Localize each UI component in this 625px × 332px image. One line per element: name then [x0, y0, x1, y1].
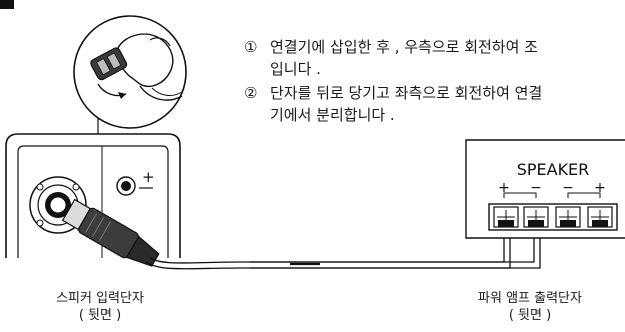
amp-terminal-strip	[488, 192, 618, 231]
instruction-step-2: ② 단자를 뒤로 당기고 좌측으로 회전하여 연결 기에서 분리합니다 .	[244, 82, 624, 126]
amp-speaker-label: SPEAKER	[517, 160, 590, 179]
caption-subline: ( 뒷면 )	[78, 308, 122, 323]
amp-terminal-4	[587, 206, 613, 228]
instruction-step-1: ① 연결기에 삽입한 후 , 우측으로 회전하여 조 입니다 .	[244, 36, 624, 80]
step-text-continuation: 입니다 .	[270, 60, 321, 78]
step-text: 연결기에 삽입한 후 , 우측으로 회전하여 조	[270, 38, 538, 56]
amp-terminal-2	[523, 206, 549, 228]
amp-terminal-sign-4: +	[594, 180, 606, 196]
amp-terminal-sign-2: −	[530, 180, 542, 196]
step-text: 단자를 뒤로 당기고 좌측으로 회전하여 연결	[270, 84, 543, 102]
step-marker: ①	[244, 38, 258, 56]
amp-terminal-sign-1: +	[498, 180, 510, 196]
speaker-cable	[145, 234, 541, 270]
amp-output-caption: 파워 앰프 출력단자 ( 뒷면 )	[440, 290, 620, 324]
amp-terminal-3	[555, 206, 581, 228]
magnified-hand-detail	[73, 15, 187, 129]
speaker-binding-post	[116, 176, 153, 196]
caption-line: 파워 앰프 출력단자	[478, 291, 582, 306]
caption-line: 스피커 입력단자	[56, 291, 144, 306]
amp-terminal-1	[493, 206, 519, 228]
speaker-jack-sign: +	[142, 168, 155, 186]
amp-terminal-sign-3: −	[562, 180, 574, 196]
step-marker: ②	[244, 84, 258, 102]
speaker-input-caption: 스피커 입력단자 ( 뒷면 )	[10, 290, 190, 324]
caption-subline: ( 뒷면 )	[508, 308, 552, 323]
step-text-continuation: 기에서 분리합니다 .	[270, 106, 395, 124]
corner-tab-marker	[0, 0, 14, 9]
